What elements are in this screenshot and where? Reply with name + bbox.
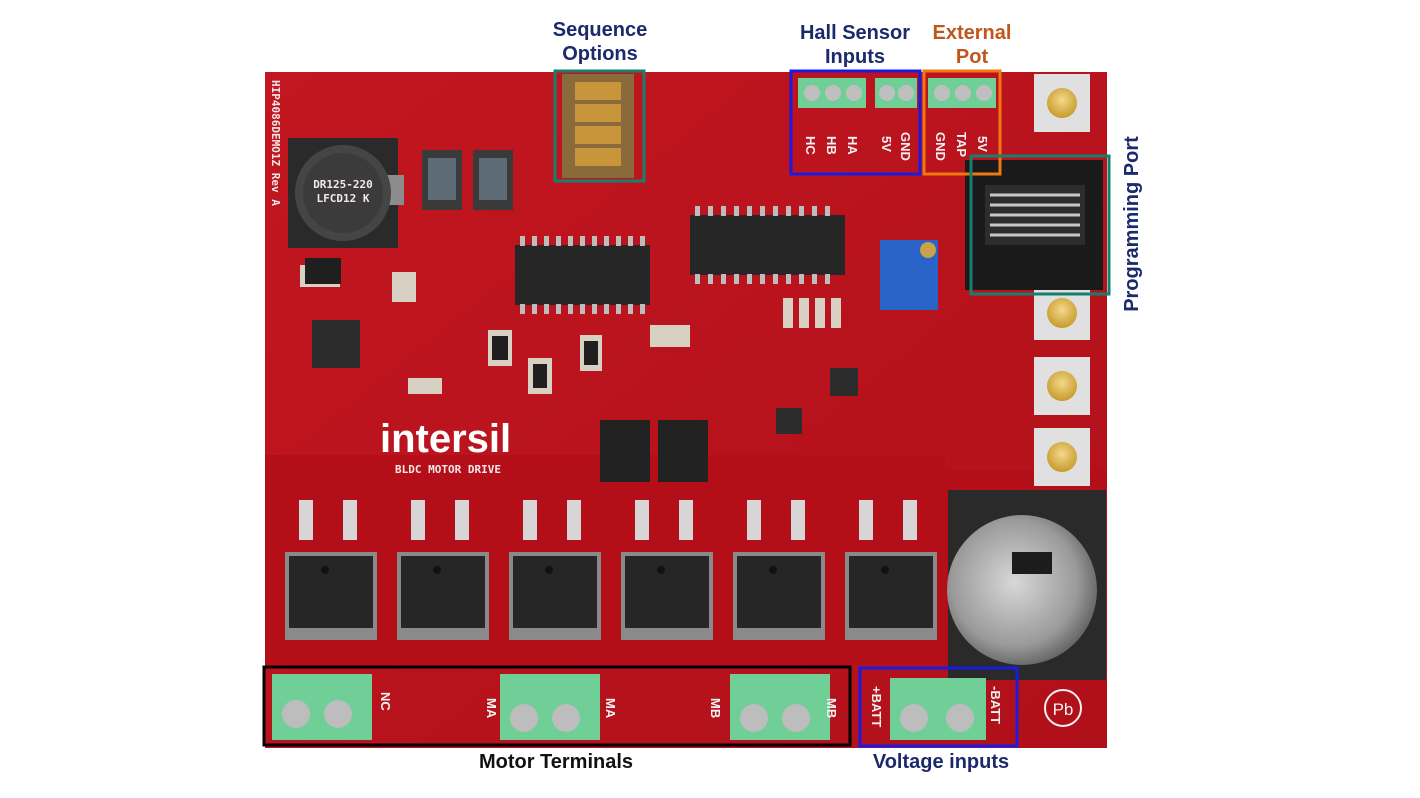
motor-terminal-blocks	[272, 674, 830, 740]
programming-port-jack	[965, 160, 1103, 290]
trimmer-pot	[880, 240, 938, 310]
electrolytic-capacitor	[947, 490, 1106, 680]
svg-text:HA: HA	[845, 136, 860, 155]
svg-text:GND: GND	[933, 132, 948, 161]
hall-sensor-box	[789, 69, 922, 176]
pb-free-mark: Pb	[1044, 689, 1082, 727]
ic-left	[515, 236, 650, 314]
battery-terminal-block	[890, 678, 986, 740]
push-buttons	[1034, 74, 1090, 486]
svg-text:MA: MA	[484, 698, 499, 719]
svg-text:5V: 5V	[975, 136, 990, 152]
dip-switch	[562, 74, 634, 178]
part-number: HIP4086DEMO1Z Rev A	[269, 80, 282, 206]
voltage-inputs-label: Voltage inputs	[872, 751, 1010, 773]
programming-port-box	[969, 154, 1111, 296]
svg-text:5V: 5V	[879, 136, 894, 152]
external-pot-box	[922, 69, 1002, 176]
svg-text:GND: GND	[898, 132, 913, 161]
svg-text:HC: HC	[803, 136, 818, 155]
svg-text:MB: MB	[708, 698, 723, 718]
voltage-inputs-box	[858, 666, 1019, 748]
svg-text:HB: HB	[824, 136, 839, 155]
sequence-options-box	[553, 69, 646, 183]
motor-terminals-label: Motor Terminals	[478, 751, 634, 773]
motor-terminals-box	[262, 665, 852, 747]
intersil-logo: intersil	[380, 417, 511, 461]
programming-port-label: Programming Port	[1121, 136, 1143, 312]
svg-text:LFCD12 K: LFCD12 K	[317, 192, 370, 205]
svg-text:NC: NC	[378, 692, 393, 711]
svg-text:TAP: TAP	[954, 132, 969, 157]
svg-text:-BATT: -BATT	[988, 686, 1003, 724]
svg-text:MB: MB	[824, 698, 839, 718]
svg-text:Pb: Pb	[1053, 700, 1074, 719]
board-subtitle: BLDC MOTOR DRIVE	[395, 463, 501, 476]
external-pot-label: External Pot	[932, 22, 1012, 68]
inductor: DR125-220 LFCD12 K	[288, 138, 404, 248]
hall-terminal-block	[798, 78, 917, 108]
svg-text:DR125-220: DR125-220	[313, 178, 373, 191]
mosfets	[285, 500, 937, 640]
svg-text:+BATT: +BATT	[869, 686, 884, 727]
pot-terminal-block	[928, 78, 996, 108]
hall-sensor-label: Hall Sensor Inputs	[799, 22, 911, 68]
ic-right	[690, 206, 845, 284]
sequence-options-label: Sequence Options	[552, 19, 648, 65]
svg-text:MA: MA	[603, 698, 618, 719]
